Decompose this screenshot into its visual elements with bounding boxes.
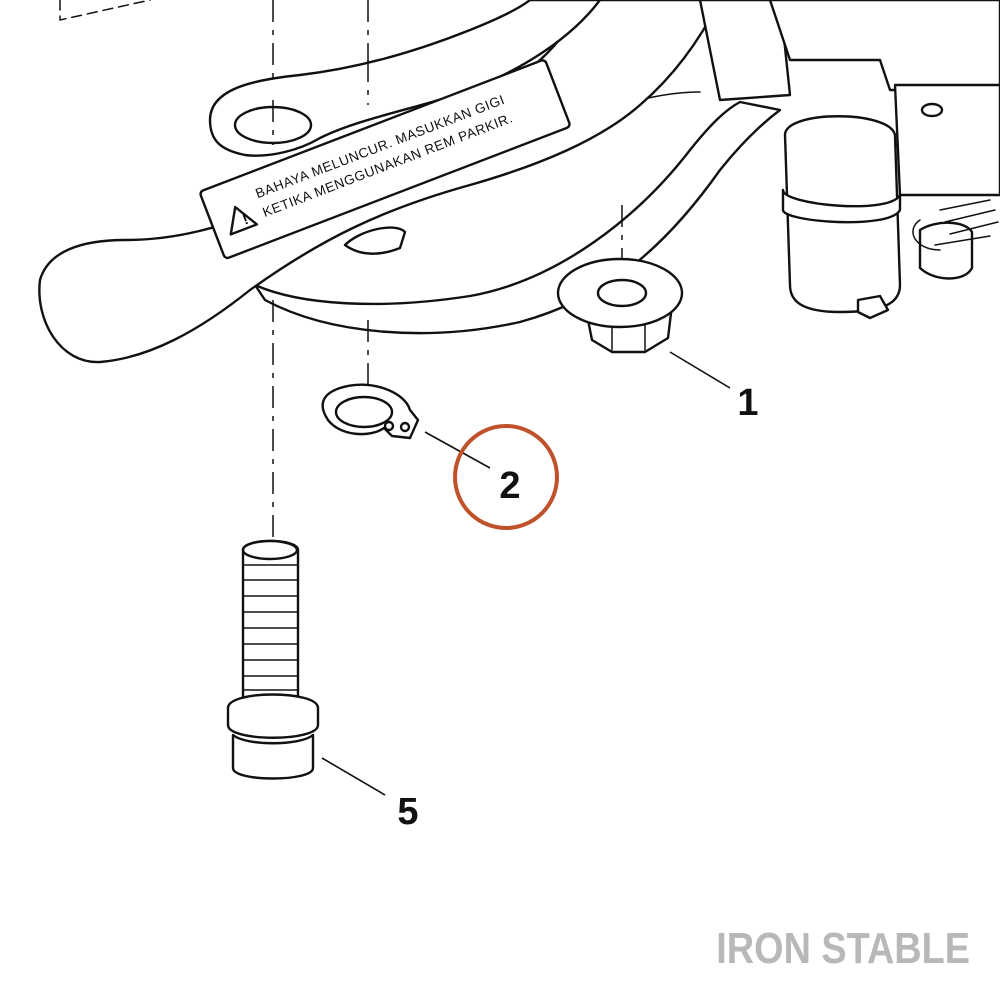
warning-decal-border [199, 59, 571, 260]
part-5-bolt [226, 539, 320, 780]
return-spring [934, 199, 999, 246]
bolt-threads [242, 564, 299, 691]
leader-1 [669, 351, 731, 389]
housing-hole [920, 102, 944, 118]
pedal-assembly [698, 0, 1000, 320]
ring-eyelet-1 [383, 420, 395, 432]
warning-triangle-icon [229, 205, 259, 236]
callout-5: 5 [397, 791, 418, 833]
highlight-circle [453, 424, 559, 530]
frame-bracket [253, 100, 782, 335]
reference-box [59, 0, 151, 21]
mount-plate [698, 0, 792, 102]
nut-bore [596, 278, 648, 308]
leader-2 [424, 431, 491, 469]
bolt-head [231, 733, 315, 780]
part-2-retaining-ring [321, 383, 420, 440]
ring-inner [334, 395, 394, 429]
cylinder-tab [856, 294, 890, 320]
bolt-tip [241, 539, 299, 561]
spring-cap [918, 221, 974, 280]
watermark-logo: IRON STABLE [716, 924, 970, 973]
cylinder-band [781, 188, 902, 224]
leader-5 [321, 757, 386, 796]
upper-housing [768, 0, 1000, 92]
spring-hook [912, 219, 941, 251]
callout-2: 2 [499, 465, 520, 507]
exclamation-icon: ! [240, 211, 250, 228]
lever-boss [343, 226, 407, 255]
housing-face [893, 83, 1000, 197]
bolt-flange [226, 693, 320, 739]
callout-1: 1 [737, 382, 758, 424]
part-1-flange-nut [556, 257, 684, 354]
ring-eyelet-2 [399, 421, 411, 433]
